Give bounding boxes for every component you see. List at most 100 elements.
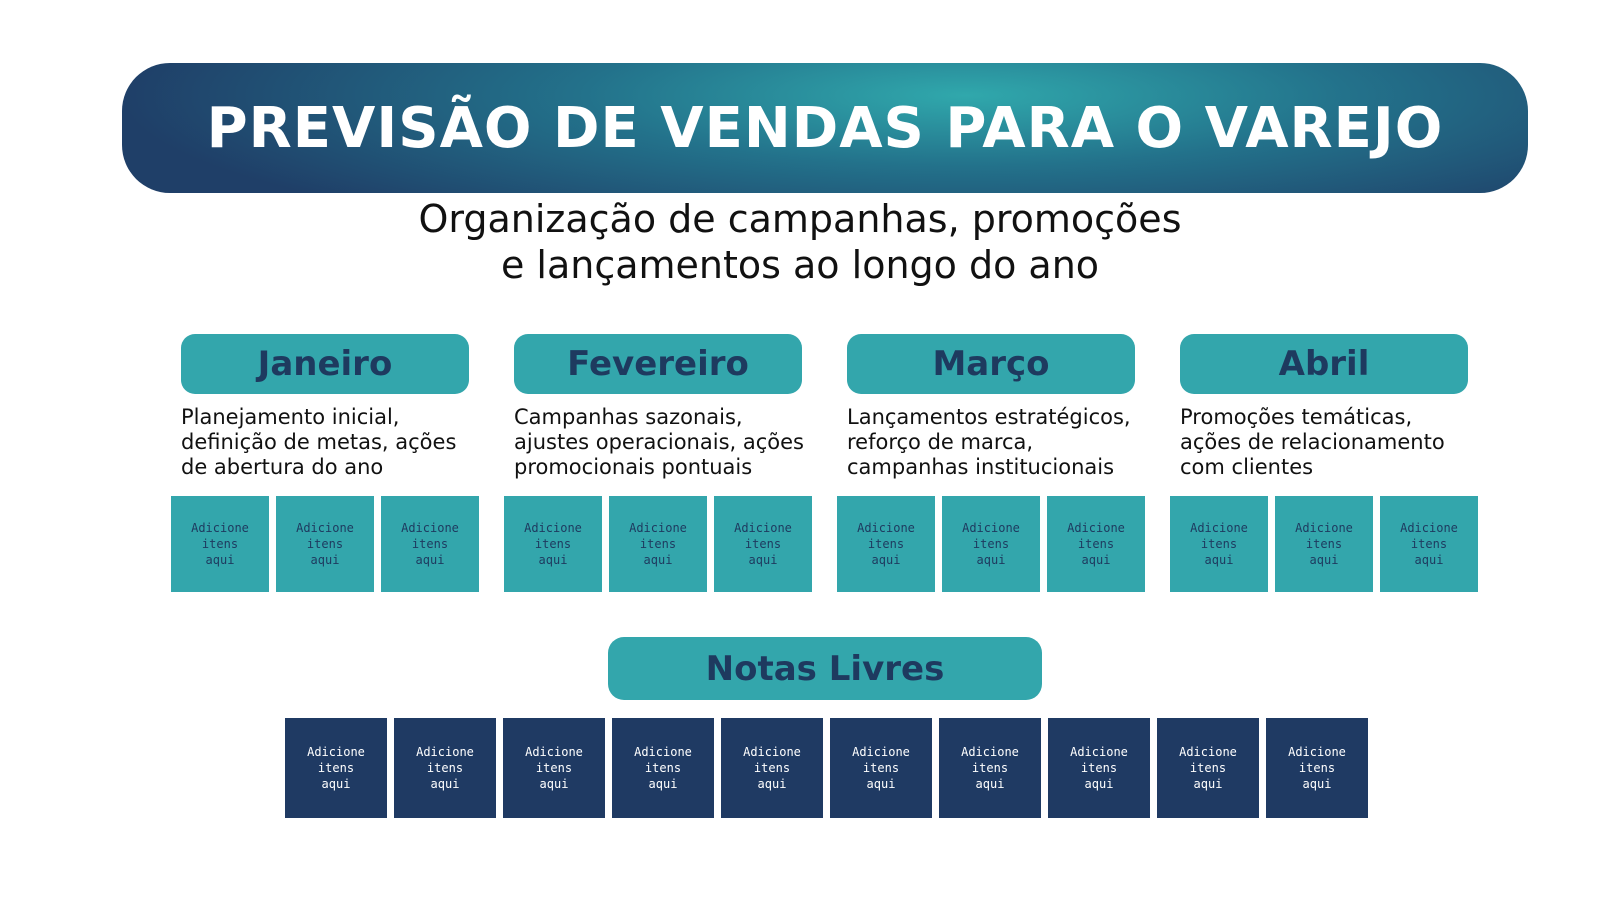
- month-description: Promoções temáticas, ações de relacionam…: [1180, 405, 1468, 480]
- card-text: itens: [1410, 537, 1448, 551]
- card-text: aqui: [1204, 553, 1234, 567]
- month-name: Abril: [1278, 344, 1370, 384]
- page-title: PREVISÃO DE VENDAS PARA O VAREJO: [206, 95, 1444, 161]
- card-text: itens: [426, 761, 464, 775]
- card-text: Adicione: [1070, 745, 1128, 759]
- month-description-line: de abertura do ano: [181, 455, 384, 479]
- month-description-line: Promoções temáticas,: [1180, 405, 1413, 429]
- card-text: aqui: [321, 777, 351, 791]
- card-text: Adicione: [1179, 745, 1237, 759]
- card-text: aqui: [430, 777, 460, 791]
- card-text: Adicione: [857, 521, 915, 535]
- card-text: aqui: [539, 777, 569, 791]
- card-text: itens: [744, 537, 782, 551]
- card-row-abril: Adicione itens aqui Adicione itens aqui Adic…: [1170, 496, 1478, 592]
- card-row-janeiro: Adicione itens aqui Adicione itens aqui Adic…: [171, 496, 479, 592]
- month-description: Lançamentos estratégicos, reforço de mar…: [847, 405, 1135, 480]
- card-text: Adicione: [629, 521, 687, 535]
- card-text: Adicione: [1288, 745, 1346, 759]
- item-card[interactable]: Adicione itens aqui: [1170, 496, 1268, 592]
- card-text: aqui: [648, 777, 678, 791]
- card-text: itens: [306, 537, 344, 551]
- card-text: itens: [644, 761, 682, 775]
- card-text: aqui: [748, 553, 778, 567]
- card-text: aqui: [415, 553, 445, 567]
- card-text: Adicione: [1190, 521, 1248, 535]
- card-text: Adicione: [307, 745, 365, 759]
- month-description-line: Campanhas sazonais,: [514, 405, 743, 429]
- card-text: aqui: [757, 777, 787, 791]
- item-card[interactable]: Adicione itens aqui: [276, 496, 374, 592]
- card-text: itens: [1080, 761, 1118, 775]
- note-card[interactable]: Adicione itens aqui: [285, 718, 387, 818]
- card-text: Adicione: [852, 745, 910, 759]
- card-text: Adicione: [734, 521, 792, 535]
- month-header-janeiro: Janeiro: [181, 334, 469, 394]
- card-text: aqui: [205, 553, 235, 567]
- card-text: itens: [862, 761, 900, 775]
- card-text: itens: [534, 537, 572, 551]
- card-text: aqui: [976, 553, 1006, 567]
- month-description-line: promocionais pontuais: [514, 455, 753, 479]
- month-column-fevereiro: Fevereiro Campanhas sazonais, ajustes op…: [514, 334, 804, 480]
- month-description: Planejamento inicial, definição de metas…: [181, 405, 469, 480]
- note-card[interactable]: Adicione itens aqui: [830, 718, 932, 818]
- card-text: aqui: [866, 777, 896, 791]
- card-text: aqui: [310, 553, 340, 567]
- month-description-line: definição de metas, ações: [181, 430, 457, 454]
- card-text: Adicione: [296, 521, 354, 535]
- item-card[interactable]: Adicione itens aqui: [381, 496, 479, 592]
- month-name: Fevereiro: [567, 344, 749, 384]
- card-text: Adicione: [416, 745, 474, 759]
- card-text: Adicione: [961, 745, 1019, 759]
- card-text: itens: [972, 537, 1010, 551]
- card-text: Adicione: [525, 745, 583, 759]
- item-card[interactable]: Adicione itens aqui: [1275, 496, 1373, 592]
- card-text: itens: [1077, 537, 1115, 551]
- card-text: Adicione: [962, 521, 1020, 535]
- card-text: aqui: [1309, 553, 1339, 567]
- card-text: itens: [1189, 761, 1227, 775]
- month-description-line: reforço de marca,: [847, 430, 1034, 454]
- item-card[interactable]: Adicione itens aqui: [942, 496, 1040, 592]
- month-description-line: Lançamentos estratégicos,: [847, 405, 1131, 429]
- card-text: aqui: [975, 777, 1005, 791]
- card-text: Adicione: [191, 521, 249, 535]
- month-description-line: ações de relacionamento: [1180, 430, 1445, 454]
- item-card[interactable]: Adicione itens aqui: [714, 496, 812, 592]
- card-text: aqui: [1081, 553, 1111, 567]
- card-text: aqui: [1414, 553, 1444, 567]
- month-header-marco: Março: [847, 334, 1135, 394]
- note-card[interactable]: Adicione itens aqui: [503, 718, 605, 818]
- card-text: itens: [411, 537, 449, 551]
- month-description-line: com clientes: [1180, 455, 1314, 479]
- card-text: Adicione: [401, 521, 459, 535]
- card-text: itens: [1305, 537, 1343, 551]
- card-text: itens: [1298, 761, 1336, 775]
- month-header-abril: Abril: [1180, 334, 1468, 394]
- month-name: Março: [932, 344, 1050, 384]
- month-header-fevereiro: Fevereiro: [514, 334, 802, 394]
- month-name: Janeiro: [257, 344, 393, 384]
- subtitle-line-2: e lançamentos ao longo do ano: [500, 243, 1100, 287]
- card-text: Adicione: [524, 521, 582, 535]
- card-text: itens: [317, 761, 355, 775]
- month-description-line: ajustes operacionais, ações: [514, 430, 804, 454]
- card-text: Adicione: [1295, 521, 1353, 535]
- note-card[interactable]: Adicione itens aqui: [394, 718, 496, 818]
- card-text: itens: [1200, 537, 1238, 551]
- card-text: itens: [535, 761, 573, 775]
